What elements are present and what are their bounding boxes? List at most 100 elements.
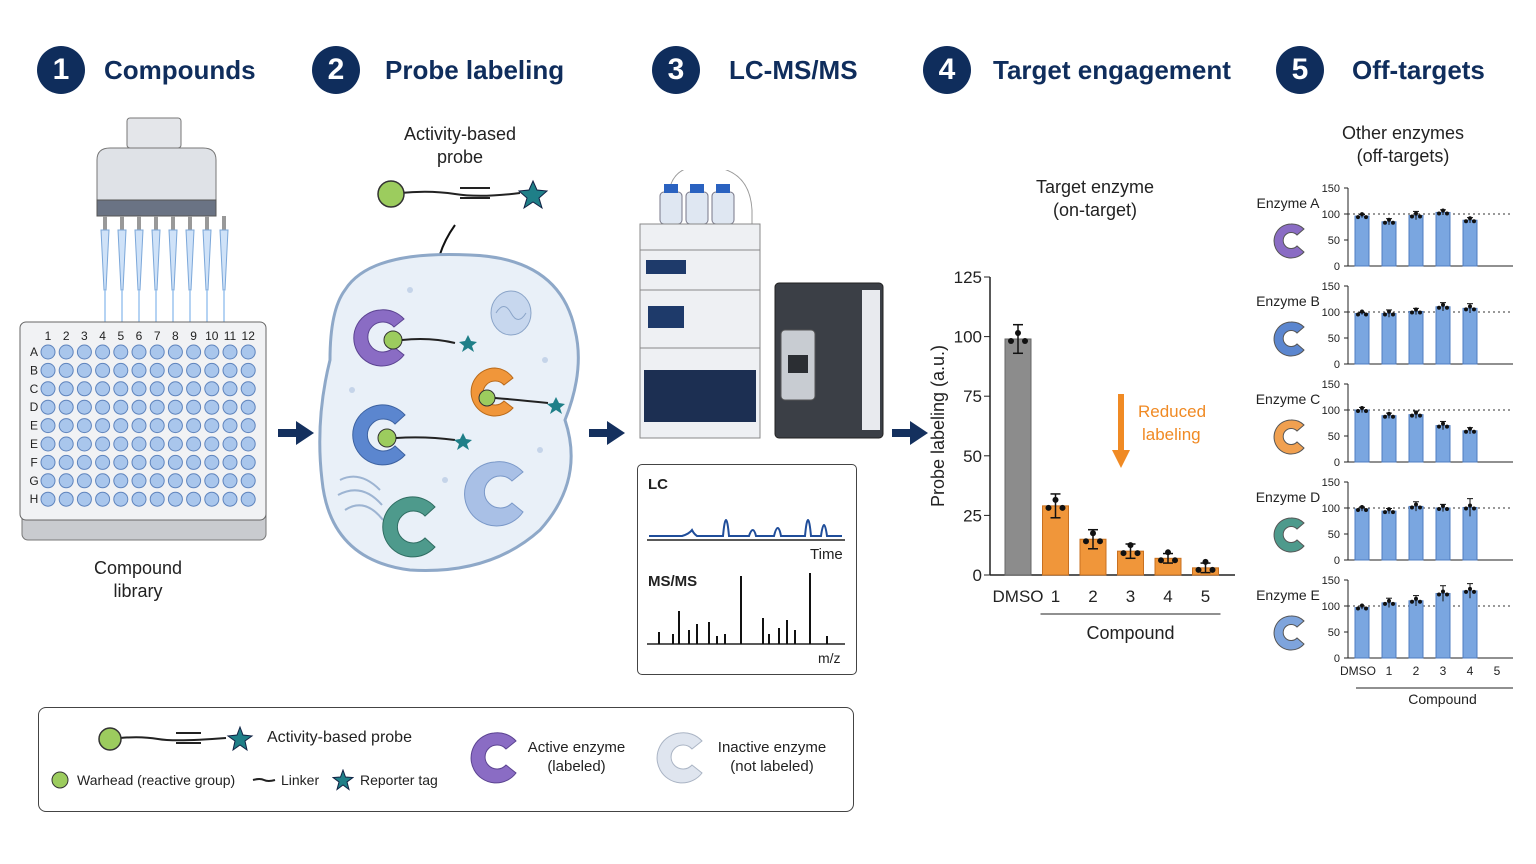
mini-data-point — [1468, 586, 1472, 591]
data-point — [1165, 549, 1171, 556]
x-tick-label: 1 — [1051, 587, 1060, 606]
mini-y-tick-label: 0 — [1334, 555, 1340, 567]
mini-y-tick-label: 50 — [1328, 627, 1340, 639]
pipette-tip-base — [154, 216, 158, 230]
plate-well — [167, 344, 183, 360]
plate-well — [186, 491, 202, 507]
plate-well — [131, 381, 147, 397]
enzyme-icon — [1273, 615, 1305, 651]
mini-data-point — [1383, 601, 1387, 606]
y-axis-title: Probe labeling (a.u.) — [928, 345, 948, 507]
mini-y-tick-label: 50 — [1328, 431, 1340, 443]
enzyme-icon — [1273, 517, 1305, 553]
step-1-badge: 1 — [37, 46, 85, 94]
mini-data-point — [1464, 429, 1468, 434]
probe-icon — [377, 179, 549, 210]
plate-well — [58, 381, 74, 397]
mini-y-tick-label: 150 — [1322, 477, 1340, 489]
y-tick-label: 75 — [963, 387, 982, 406]
plate-well — [167, 491, 183, 507]
mini-data-point — [1418, 214, 1422, 219]
pipette-tip-base — [171, 216, 175, 230]
plate-well — [58, 399, 74, 415]
mini-data-point — [1464, 219, 1468, 224]
plate-well — [113, 381, 129, 397]
plate-well — [240, 454, 256, 470]
data-point — [1083, 538, 1089, 545]
plate-row-label: C — [30, 382, 39, 396]
mini-data-point — [1356, 312, 1360, 317]
plate-well — [95, 344, 111, 360]
mini-bar — [1381, 313, 1397, 365]
data-point — [1052, 496, 1059, 503]
pipette-tip-base — [103, 216, 107, 230]
mini-bar — [1408, 600, 1424, 659]
pipette-tip — [202, 229, 212, 291]
bar — [1004, 338, 1032, 576]
plate-well — [131, 454, 147, 470]
x-axis-title: Compound — [1086, 623, 1174, 643]
mini-data-point — [1383, 220, 1387, 225]
mini-bar — [1435, 306, 1451, 365]
plate-well — [95, 418, 111, 434]
cell-illustration — [318, 179, 580, 572]
mini-data-point — [1414, 502, 1418, 507]
plate-well — [76, 362, 92, 378]
mini-data-point — [1364, 606, 1368, 611]
pipette-tip — [168, 229, 178, 291]
plate-well — [76, 491, 92, 507]
mini-data-point — [1387, 598, 1391, 603]
mini-data-point — [1472, 429, 1476, 434]
plate-well — [113, 344, 129, 360]
pipette-tip — [219, 229, 229, 291]
plate-well — [222, 418, 238, 434]
mini-bar — [1462, 590, 1478, 659]
step-1-title: Compounds — [104, 55, 256, 85]
plate-well — [167, 399, 183, 415]
mini-data-point — [1410, 413, 1414, 418]
plate-well — [149, 344, 165, 360]
warhead-icon — [51, 771, 69, 789]
msms-label: MS/MS — [648, 573, 698, 590]
pipette-tip-base — [205, 216, 209, 230]
plate-well — [222, 362, 238, 378]
mini-data-point — [1418, 599, 1422, 604]
mini-data-point — [1445, 211, 1449, 216]
mini-data-point — [1414, 211, 1418, 216]
plate-well — [131, 491, 147, 507]
legend-warhead-label: Warhead (reactive group) — [77, 772, 236, 788]
mini-data-point — [1445, 424, 1449, 429]
plate-row-label: F — [30, 455, 37, 469]
data-point — [1202, 558, 1209, 565]
mini-x-axis-title: Compound — [1408, 691, 1477, 707]
mini-bar — [1435, 425, 1451, 463]
mini-data-point — [1464, 589, 1468, 594]
step-4-badge: 4 — [923, 46, 971, 94]
plate-well — [149, 491, 165, 507]
mini-bar — [1435, 211, 1451, 267]
mini-data-point — [1356, 508, 1360, 513]
arrow-right-icon — [589, 421, 625, 445]
plate-well — [204, 436, 220, 452]
inactive-enzyme-icon — [656, 732, 703, 784]
mini-data-point — [1437, 211, 1441, 216]
mini-bar — [1354, 215, 1370, 267]
plate-row-label: E — [30, 419, 38, 433]
enzyme-name: Enzyme A — [1256, 195, 1320, 211]
legend-reporter-label: Reporter tag — [360, 772, 438, 788]
mini-bar — [1354, 607, 1370, 659]
plate-well — [240, 399, 256, 415]
x-tick-label: 4 — [1163, 587, 1172, 606]
plate-well — [113, 399, 129, 415]
mini-data-point — [1387, 309, 1391, 314]
mini-data-point — [1468, 426, 1472, 431]
mini-data-point — [1418, 310, 1422, 315]
step-5-title: Off-targets — [1352, 55, 1485, 85]
plate-well — [204, 473, 220, 489]
mini-y-tick-label: 150 — [1322, 183, 1340, 195]
mini-bar — [1381, 415, 1397, 463]
pipette-tip-base — [120, 216, 124, 230]
plate-well — [40, 399, 56, 415]
mini-data-point — [1418, 505, 1422, 510]
